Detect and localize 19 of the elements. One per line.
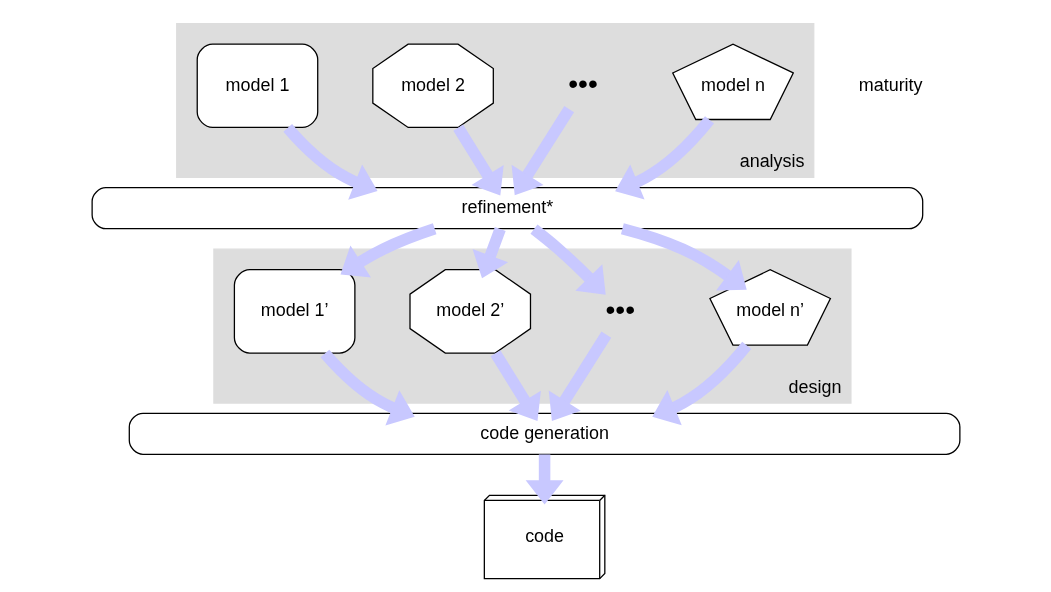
node-box: model 1’: [233, 269, 356, 354]
arrow: [511, 105, 574, 196]
arrow: [320, 349, 415, 426]
arrow: [614, 116, 714, 200]
node-box: model 1: [196, 43, 318, 129]
node-text: •••: [604, 292, 635, 325]
arrow: [452, 124, 504, 196]
arrow: [620, 223, 747, 291]
node-box: code generation: [128, 412, 960, 455]
label: maturity: [858, 74, 923, 95]
arrow: [472, 226, 508, 279]
node-text: •••: [567, 66, 598, 99]
arrow: [548, 331, 611, 421]
arrow: [339, 223, 436, 278]
node-box: refinement*: [91, 187, 923, 230]
arrow: [282, 124, 378, 200]
arrow: [651, 341, 751, 426]
arrow: [490, 350, 541, 422]
arrow: [529, 224, 606, 295]
